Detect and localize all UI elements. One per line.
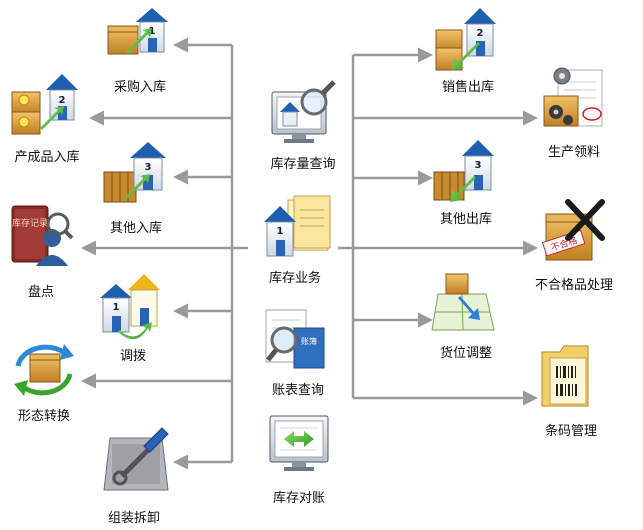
barcode-manage-icon[interactable] xyxy=(541,345,589,407)
nonconforming-label[interactable]: 不合格品处理 xyxy=(534,278,614,293)
purchase-in-icon[interactable]: 1 xyxy=(107,8,168,55)
inventory-query-icon[interactable] xyxy=(271,80,336,143)
finished-goods-in-icon[interactable]: 2 xyxy=(11,74,78,135)
inventory-query-label[interactable]: 库存量查询 xyxy=(270,157,336,172)
inventory-business-icon[interactable]: 1 xyxy=(264,195,331,257)
stocktake-label[interactable]: 盘点 xyxy=(27,285,55,300)
transfer-label[interactable]: 调拨 xyxy=(119,349,147,364)
inventory-reconcile-label[interactable]: 库存对账 xyxy=(272,491,326,506)
svg-text:1: 1 xyxy=(149,26,156,37)
inventory-reconcile-icon[interactable] xyxy=(269,415,329,471)
svg-text:1: 1 xyxy=(113,302,120,313)
stocktake-icon[interactable]: 库存记录 xyxy=(11,205,74,266)
form-conversion-label[interactable]: 形态转换 xyxy=(17,409,71,424)
nonconforming-icon[interactable]: 不合格 xyxy=(541,199,605,261)
connector-lines xyxy=(81,37,538,470)
svg-text:3: 3 xyxy=(475,160,482,171)
ledger-book-text: 账簿 xyxy=(301,336,317,346)
other-in-label[interactable]: 其他入库 xyxy=(109,221,163,236)
ledger-query-label[interactable]: 账表查询 xyxy=(271,383,325,398)
svg-text:1: 1 xyxy=(277,226,284,237)
sales-out-icon[interactable]: 2 xyxy=(435,8,496,71)
purchase-in-label[interactable]: 采购入库 xyxy=(113,80,167,95)
stocktake-book-text: 库存记录 xyxy=(12,217,48,229)
svg-text:2: 2 xyxy=(477,28,484,39)
assembly-icon[interactable] xyxy=(103,427,169,491)
production-pick-label[interactable]: 生产领料 xyxy=(547,145,601,160)
transfer-icon[interactable]: 1 xyxy=(100,274,160,340)
other-out-label[interactable]: 其他出库 xyxy=(439,212,493,227)
barcode-manage-label[interactable]: 条码管理 xyxy=(544,424,598,439)
svg-text:3: 3 xyxy=(145,162,152,173)
location-adjust-icon[interactable] xyxy=(431,273,495,331)
inventory-business-label[interactable]: 库存业务 xyxy=(268,271,322,286)
other-in-icon[interactable]: 3 xyxy=(103,142,166,203)
sales-out-label[interactable]: 销售出库 xyxy=(441,80,495,95)
production-pick-icon[interactable] xyxy=(543,67,603,127)
svg-text:2: 2 xyxy=(59,95,66,106)
form-conversion-icon[interactable] xyxy=(14,344,74,396)
ledger-query-icon[interactable]: 账簿 xyxy=(265,309,325,369)
location-adjust-label[interactable]: 货位调整 xyxy=(439,346,493,361)
assembly-label[interactable]: 组装拆卸 xyxy=(107,511,161,526)
other-out-icon[interactable]: 3 xyxy=(433,140,494,202)
finished-goods-in-label[interactable]: 产成品入库 xyxy=(14,150,80,165)
